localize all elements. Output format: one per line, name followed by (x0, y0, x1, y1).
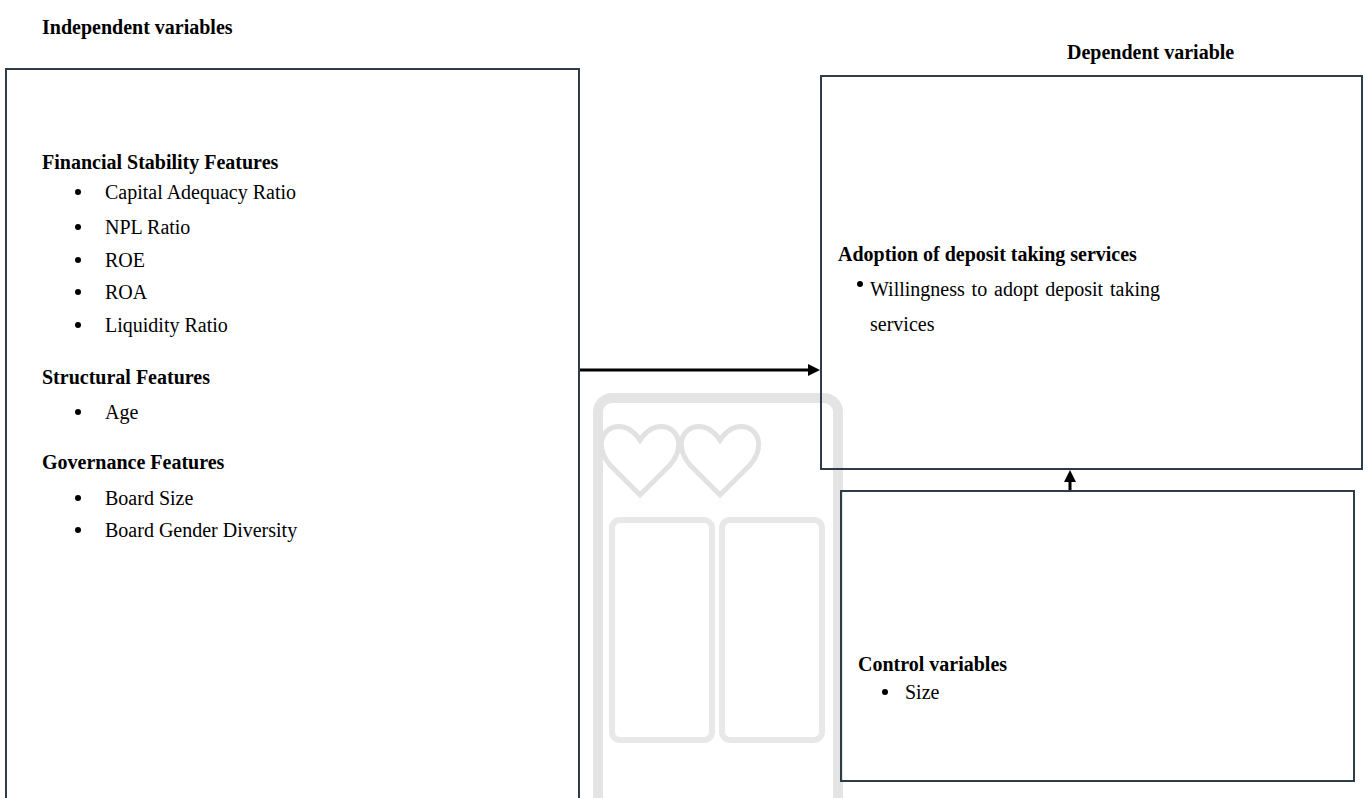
column-heading: Dependent variable (1067, 40, 1234, 64)
list-item: Liquidity Ratio (105, 313, 228, 337)
list-item: Size (905, 680, 939, 704)
list-item: Board Size (105, 486, 193, 510)
watermark-panel (612, 520, 712, 740)
arrow-connector (580, 364, 820, 376)
list-item: ROA (105, 280, 147, 304)
bullet-dot (75, 527, 81, 533)
column-heading: Independent variables (42, 15, 233, 39)
list-item: Board Gender Diversity (105, 518, 297, 542)
watermark-panel (722, 520, 822, 740)
group-heading: Governance Features (42, 450, 224, 474)
bullet-dot (75, 189, 81, 195)
variable-box: Independent variablesFinancial Stability… (5, 68, 580, 798)
list-item: Capital Adequacy Ratio (105, 180, 296, 204)
list-item: ROE (105, 248, 145, 272)
bullet-dot (75, 289, 81, 295)
bullet-dot (857, 281, 863, 287)
bullet-dot (75, 409, 81, 415)
box-heading: Control variables (858, 652, 1007, 676)
list-item: NPL Ratio (105, 215, 190, 239)
watermark-heart (681, 426, 758, 495)
variable-box: Control variablesSize (840, 490, 1355, 782)
bullet-dot (75, 322, 81, 328)
bullet-dot (75, 257, 81, 263)
variable-box: Dependent variableAdoption of deposit ta… (820, 75, 1363, 470)
list-item: Age (105, 400, 138, 424)
group-heading: Financial Stability Features (42, 150, 278, 174)
bullet-dot (882, 689, 888, 695)
box-heading: Adoption of deposit taking services (838, 242, 1137, 266)
group-heading: Structural Features (42, 365, 210, 389)
watermark-heart (601, 426, 678, 495)
bullet-dot (75, 495, 81, 501)
bullet-dot (75, 224, 81, 230)
list-item: Willingness to adopt deposit taking serv… (870, 272, 1160, 342)
watermark-frame (598, 398, 838, 798)
arrow-connector (1064, 470, 1076, 490)
